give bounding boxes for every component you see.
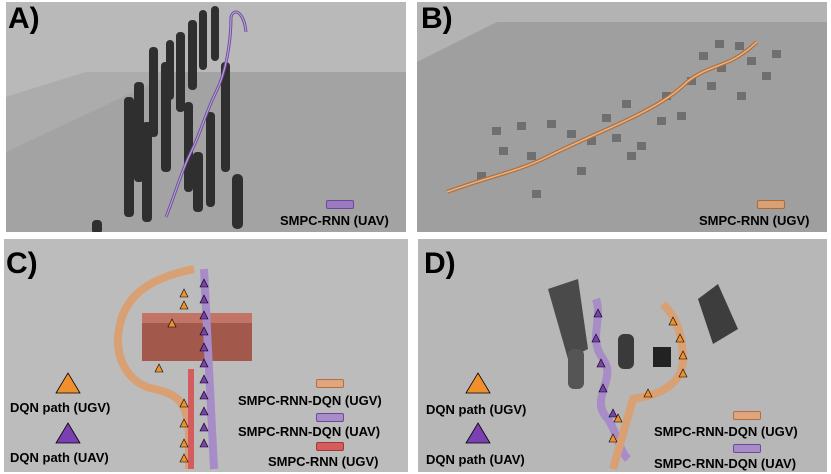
panel-label: A) bbox=[8, 2, 40, 35]
legend-swatch-ugv-d bbox=[733, 411, 761, 420]
panel-b: B) SMPC-RNN (UGV) bbox=[417, 2, 827, 232]
legend-swatch-ugv-c bbox=[316, 379, 344, 388]
panel-a: A) SMPC-RNN (UAV) bbox=[6, 2, 406, 232]
legend-marker-uav-c bbox=[55, 422, 81, 444]
legend-marker-ugv-d bbox=[465, 372, 491, 394]
panel-d-scene bbox=[465, 279, 738, 471]
dqn-uav-label-d: DQN path (UAV) bbox=[426, 452, 525, 467]
legend-label-dqn-ugv-c: SMPC-RNN-DQN (UGV) bbox=[238, 393, 382, 408]
legend-label-rnn-ugv-c: SMPC-RNN (UGV) bbox=[268, 454, 379, 469]
dqn-ugv-markers-c bbox=[154, 288, 189, 463]
legend-label-smpc-rnn-uav: SMPC-RNN (UAV) bbox=[280, 213, 389, 228]
legend-swatch-uav-d bbox=[733, 444, 761, 453]
panel-a-scene bbox=[6, 6, 406, 232]
dqn-ugv-label-d: DQN path (UGV) bbox=[426, 402, 527, 417]
dqn-ugv-label-c: DQN path (UGV) bbox=[10, 400, 111, 415]
panel-label: B) bbox=[421, 2, 453, 35]
dqn-uav-markers-c bbox=[199, 278, 209, 448]
panel-label: D) bbox=[424, 247, 456, 280]
legend-swatch-uav bbox=[326, 200, 354, 209]
panel-c: C) DQN path (UGV) DQN path (UAV) SMPC-RN… bbox=[4, 239, 408, 472]
panel-b-scene bbox=[417, 22, 827, 232]
panel-label: C) bbox=[6, 247, 38, 280]
dqn-uav-label-c: DQN path (UAV) bbox=[10, 450, 109, 465]
dqn-ugv-markers-d bbox=[608, 316, 688, 443]
panel-c-scene bbox=[55, 265, 252, 470]
legend-marker-ugv-c bbox=[55, 372, 81, 394]
dqn-uav-markers-d bbox=[591, 308, 618, 418]
legend-swatch-uav-c bbox=[316, 413, 344, 422]
legend-swatch-rnn-c bbox=[316, 442, 344, 451]
pillars-a bbox=[92, 6, 243, 232]
legend-label-smpc-rnn-ugv: SMPC-RNN (UGV) bbox=[699, 213, 810, 228]
legend-marker-uav-d bbox=[465, 422, 491, 444]
legend-label-dqn-uav-d: SMPC-RNN-DQN (UAV) bbox=[654, 456, 797, 471]
legend-label-dqn-uav-c: SMPC-RNN-DQN (UAV) bbox=[238, 424, 381, 439]
legend-label-dqn-ugv-d: SMPC-RNN-DQN (UGV) bbox=[654, 424, 798, 439]
legend-swatch-ugv bbox=[757, 200, 785, 209]
panel-d: D) DQN path (UGV) DQN path (UAV) SMPC-RN… bbox=[418, 239, 827, 472]
